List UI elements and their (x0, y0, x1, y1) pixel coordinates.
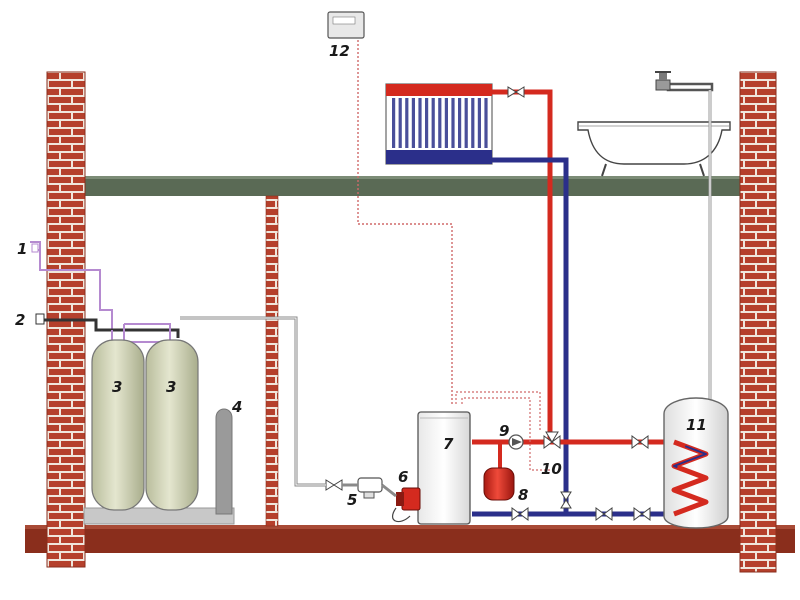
radiator-fin (444, 98, 448, 148)
radiator (385, 83, 493, 165)
right-brick-wall (739, 71, 777, 573)
hot-riser-pipe (492, 89, 553, 442)
radiator-fin (392, 98, 396, 148)
label-5: 5 (347, 491, 357, 509)
gas-cylinder-right (145, 339, 199, 511)
gas-cylinder-stand (83, 507, 235, 525)
interior-brick-column (265, 195, 279, 527)
component-labels: 1 2 3 3 4 5 6 7 8 9 10 11 12 (15, 42, 707, 509)
black-line (38, 318, 180, 338)
fitting-2-icon (35, 313, 45, 325)
expansion-vessel (483, 467, 515, 501)
label-3a: 3 (112, 378, 122, 396)
label-9: 9 (499, 422, 509, 440)
radiator-fin (471, 98, 475, 148)
control-dotted-line (455, 391, 541, 432)
fitting-1-icon (31, 243, 39, 253)
tank-manifold-line (111, 323, 171, 343)
valves (325, 86, 651, 521)
label-4: 4 (231, 398, 242, 416)
bathtub (577, 121, 731, 177)
gas-boiler (417, 411, 471, 525)
radiator-fin (451, 98, 455, 148)
gas-regulator (357, 477, 383, 499)
label-8: 8 (518, 486, 528, 504)
circulation-pump (508, 434, 524, 450)
label-1: 1 (17, 240, 27, 258)
label-11: 11 (686, 416, 707, 434)
burner (391, 487, 421, 523)
label-2: 2 (15, 311, 25, 329)
floor-slab (25, 525, 795, 553)
label-12: 12 (329, 42, 350, 60)
gas-cylinder-left (91, 339, 145, 511)
building-structure (25, 71, 795, 573)
bypass-valve-icon (560, 491, 572, 509)
radiator-fin (458, 98, 462, 148)
water-tap-icon (655, 71, 714, 92)
radiator-fin (464, 98, 468, 148)
cold-line-valve-icon-1 (511, 507, 529, 521)
radiator-fin (425, 98, 429, 148)
control-dotted-line-2 (461, 397, 556, 471)
label-10: 10 (541, 460, 562, 478)
radiator-fin (405, 98, 409, 148)
radiator-valve-icon (507, 86, 525, 98)
cold-line-valve-icon-2 (595, 507, 613, 521)
gas-feed-line (180, 316, 326, 487)
ceiling-slab (78, 176, 746, 196)
label-7: 7 (443, 435, 454, 453)
label-6: 6 (398, 468, 408, 486)
radiator-fin (411, 98, 415, 148)
ceiling-slab-top (78, 176, 746, 179)
cold-line-valve-icon-3 (633, 507, 651, 521)
label-3b: 3 (166, 378, 176, 396)
cold-return-pipe (492, 157, 569, 514)
gas-valve-icon (325, 479, 343, 491)
vent-pipe (215, 408, 233, 515)
radiator-pipes (492, 89, 569, 514)
radiator-fin (477, 98, 481, 148)
water-heater (663, 397, 729, 529)
radiator-fin (418, 98, 422, 148)
radiator-fin (484, 98, 488, 148)
room-thermostat (327, 11, 365, 39)
radiator-fin (438, 98, 442, 148)
thermostat-signal-line (357, 40, 453, 404)
hot-line-valve-icon (631, 435, 649, 449)
radiator-fin (431, 98, 435, 148)
floor-slab-shade (25, 525, 795, 529)
radiator-fin (398, 98, 402, 148)
